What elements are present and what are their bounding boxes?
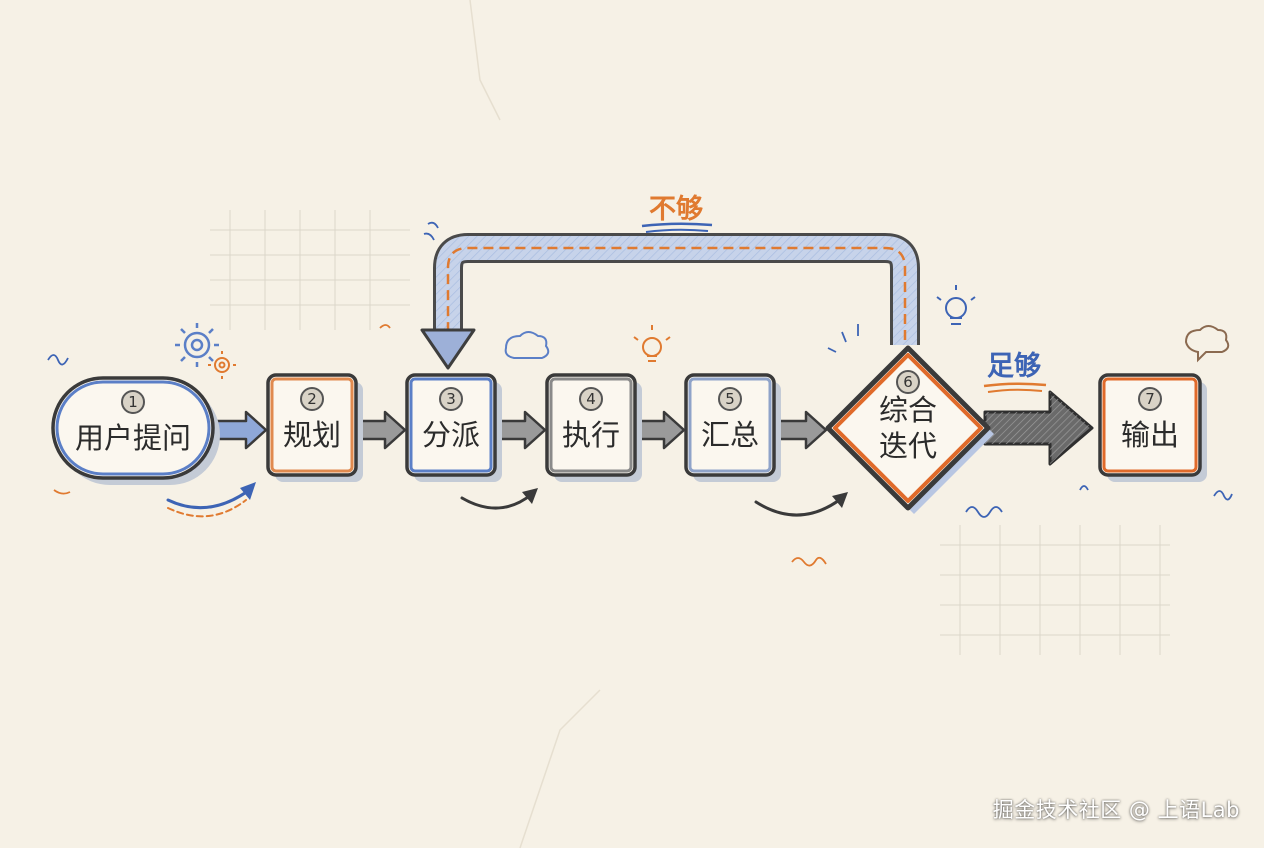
node-7: 7 输出 [1098, 373, 1207, 482]
svg-text:不够: 不够 [649, 194, 703, 225]
node-label: 迭代 [879, 429, 937, 463]
paper-crease [519, 689, 601, 848]
edge-4-to-5 [633, 410, 686, 450]
gear-icon [175, 323, 219, 367]
step-number: 1 [128, 393, 138, 411]
square-shape [405, 373, 497, 477]
node-label: 规划 [283, 418, 341, 452]
step-number: 3 [446, 390, 456, 408]
gear-icon [208, 351, 236, 379]
node-label: 分派 [422, 418, 480, 452]
step-number-badge [439, 387, 463, 411]
node-4: 4 执行 [545, 373, 642, 482]
node-label: 输出 [1121, 418, 1179, 452]
edge-5-to-6 [772, 410, 828, 450]
square-shape [545, 373, 637, 477]
node-2: 2 规划 [266, 373, 363, 482]
speech-bubble-icon [504, 331, 550, 359]
diamond-shape [825, 345, 991, 511]
edge-label-insufficient: 不够 [641, 194, 713, 233]
step-number-badge [579, 387, 603, 411]
square-shape [684, 373, 776, 477]
square-shape [266, 373, 358, 477]
edge-3-to-4 [493, 410, 547, 450]
edge-6-to-7 [983, 390, 1094, 466]
node-label: 综合 [879, 393, 937, 427]
step-number-badge [121, 390, 145, 414]
edge-label-sufficient: 足够 [983, 351, 1047, 393]
node-1: 1 用户提问 [51, 376, 220, 485]
edge-1-to-2 [211, 410, 268, 450]
lightbulb-icon [936, 285, 976, 325]
accent-curve-arrows [166, 482, 848, 518]
node-label: 执行 [562, 418, 620, 452]
pill-shape [51, 376, 215, 480]
lightbulb-icon [633, 325, 671, 362]
step-number: 7 [1145, 390, 1155, 408]
step-number: 4 [586, 390, 596, 408]
svg-text:足够: 足够 [987, 351, 1041, 382]
doodle-scribbles [47, 221, 1233, 567]
grid-patch-right [940, 525, 1170, 655]
edge-2-to-3 [354, 410, 407, 450]
edge-6-to-3 [420, 233, 920, 370]
step-number-badge [1138, 387, 1162, 411]
square-shape [1098, 373, 1202, 477]
step-number-badge [718, 387, 742, 411]
step-number: 5 [725, 390, 735, 408]
speech-bubble-icon [1184, 325, 1230, 363]
step-number: 6 [903, 373, 913, 391]
step-number-badge [300, 387, 324, 411]
node-3: 3 分派 [405, 373, 502, 482]
node-label: 用户提问 [75, 421, 191, 455]
paper-crease [469, 0, 501, 121]
node-label: 汇总 [701, 418, 759, 452]
node-5: 5 汇总 [684, 373, 781, 482]
watermark: 掘金技术社区 @ 上语Lab [992, 798, 1240, 822]
grid-patch-left [210, 210, 410, 330]
step-number-badge [896, 370, 920, 394]
step-number: 2 [307, 390, 317, 408]
loop-arrowhead [420, 328, 476, 370]
